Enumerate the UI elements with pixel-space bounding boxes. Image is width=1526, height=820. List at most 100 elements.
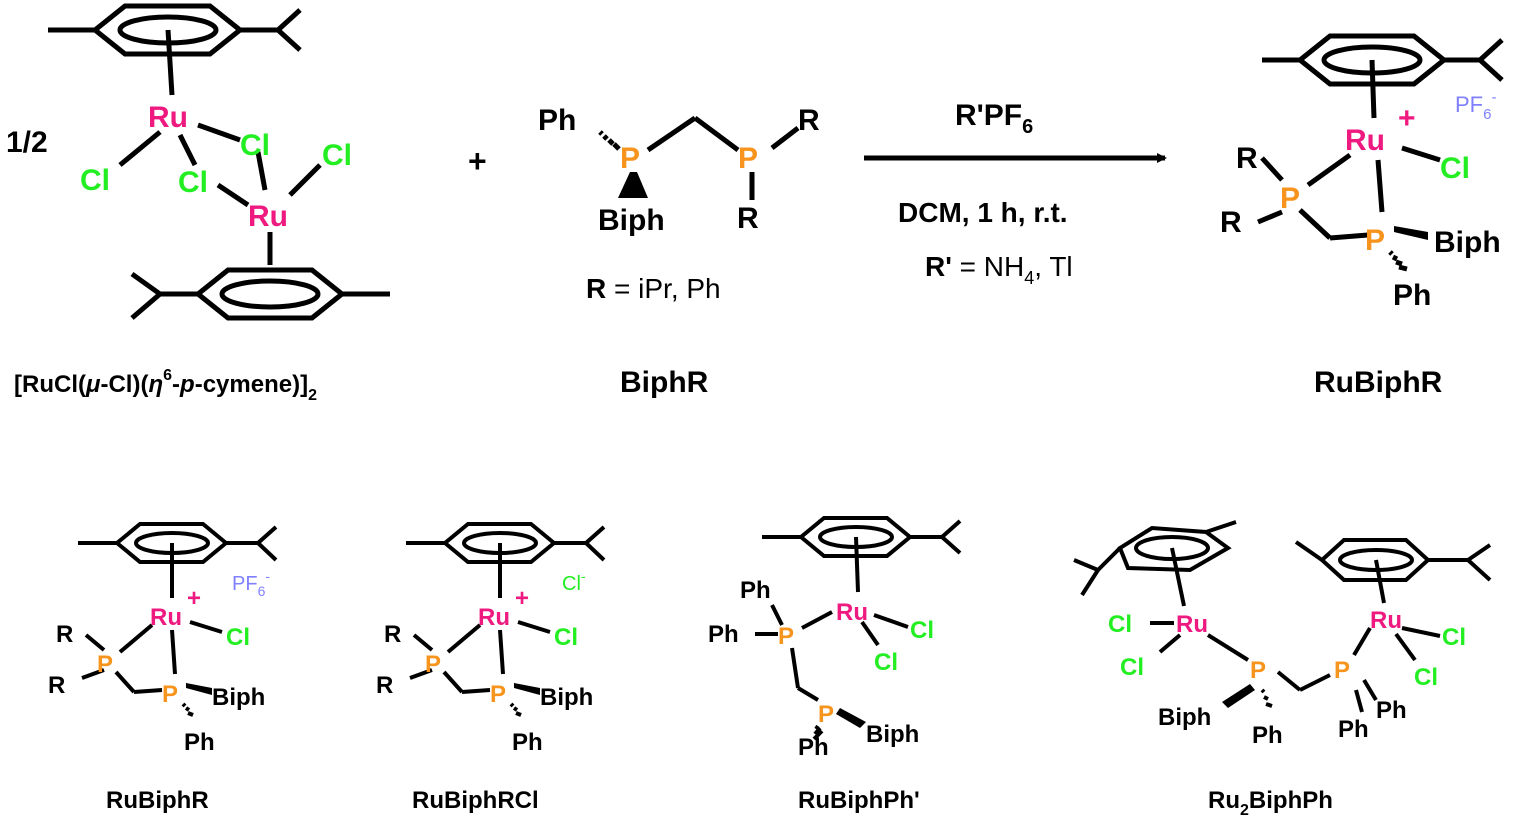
p-atom: P <box>1365 224 1385 257</box>
cl-atom: Cl <box>322 139 352 172</box>
biphenyl-group: Biph <box>540 684 593 711</box>
biphenyl-group: Biph <box>1158 704 1211 731</box>
ru-atom: Ru <box>478 604 510 631</box>
biphr-ligand-structure <box>598 115 800 200</box>
cl-atom: Cl <box>1442 624 1466 651</box>
product-label: RuBiphR <box>1314 366 1443 399</box>
phenyl-group: Ph <box>708 621 739 648</box>
r-group: R <box>798 104 820 137</box>
complex-rubiphr-atoms: Ru + Cl P P R R Biph Ph <box>48 585 265 756</box>
r-definition: R = iPr, Ph <box>586 273 721 304</box>
complex-ru2biphph-structure <box>1073 520 1492 713</box>
r-group: R <box>376 672 393 699</box>
phenyl-group: Ph <box>1376 697 1407 724</box>
cation-charge: + <box>1398 102 1416 135</box>
cl-atom: Cl <box>1120 654 1144 681</box>
conditions-label: DCM, 1 h, r.t. <box>898 197 1068 228</box>
ru-atom: Ru <box>1370 607 1402 634</box>
phenyl-group: Ph <box>184 729 215 756</box>
p-atom: P <box>620 142 640 175</box>
cl-atom: Cl <box>226 624 250 651</box>
biphenyl-group: Biph <box>598 204 665 237</box>
arene-ring-circle <box>1134 535 1210 561</box>
cl-atom: Cl <box>554 624 578 651</box>
phenyl-group: Ph <box>798 734 829 761</box>
p-atom: P <box>818 701 834 728</box>
p-atom: P <box>162 681 178 708</box>
counterion-pf6: PF6- <box>1455 89 1496 123</box>
p-atom: P <box>778 623 794 650</box>
r-group: R <box>56 621 73 648</box>
phenyl-group: Ph <box>538 104 576 137</box>
ru-atom: Ru <box>248 200 288 233</box>
cl-atom: Cl <box>240 129 270 162</box>
phenyl-group: Ph <box>1252 722 1283 749</box>
dimer-label: [RuCl(μ-Cl)(η6-p-cymene)]2 <box>14 367 317 404</box>
complex-label: RuBiphRCl <box>412 787 539 814</box>
ru-atom: Ru <box>1345 124 1385 157</box>
cl-atom: Cl <box>874 649 898 676</box>
ru-atom: Ru <box>1176 611 1208 638</box>
product-atoms: Ru + Cl P P R R Biph Ph <box>1220 102 1501 312</box>
cl-atom: Cl <box>910 617 934 644</box>
cl-atom: Cl <box>1440 152 1470 185</box>
wedge-bond <box>186 683 212 695</box>
r-group: R <box>737 202 759 235</box>
phenyl-group: Ph <box>1393 279 1431 312</box>
counterion-pf6: PF6- <box>232 568 270 599</box>
p-atom: P <box>1334 657 1350 684</box>
biphr-ligand-atoms: Ph P P R R Biph <box>538 104 820 237</box>
p-atom: P <box>1280 182 1300 215</box>
complex-label: RuBiphPh' <box>798 787 920 814</box>
phenyl-group: Ph <box>740 577 771 604</box>
complex-label: Ru2BiphPh <box>1208 787 1333 819</box>
complex-rubiphph-prime-atoms: Ru Cl Cl P P Ph Ph Biph Ph <box>708 577 934 761</box>
arene-ring-circle <box>219 278 321 310</box>
r-group: R <box>1236 142 1258 175</box>
cation-charge: + <box>515 585 529 612</box>
biphenyl-group: Biph <box>1434 226 1501 259</box>
reagent-label: R'PF6 <box>955 99 1033 138</box>
complex-rubiphr-structure <box>78 522 278 717</box>
complex-rubiphph-prime-structure <box>755 516 962 741</box>
cation-definition: R' = NH4, Tl <box>925 251 1073 288</box>
p-atom: P <box>738 142 758 175</box>
wedge-bond <box>836 708 866 728</box>
complex-rubiphrcl-structure <box>406 522 606 717</box>
wedge-bond <box>514 683 540 695</box>
ru-atom: Ru <box>836 599 868 626</box>
cl-atom: Cl <box>178 166 208 199</box>
wedge-bond <box>1394 226 1428 240</box>
wedge-bond <box>1222 684 1255 708</box>
cation-charge: + <box>187 585 201 612</box>
p-atom: P <box>425 651 441 678</box>
cl-atom: Cl <box>80 164 110 197</box>
complex-label: RuBiphR <box>106 787 209 814</box>
phenyl-group: Ph <box>512 729 543 756</box>
ligand-label: BiphR <box>620 366 709 399</box>
ru-atom: Ru <box>150 604 182 631</box>
biphenyl-group: Biph <box>212 684 265 711</box>
p-atom: P <box>97 651 113 678</box>
complex-ru2biphph-atoms: Cl Ru Cl P P Ru Cl Cl Biph Ph Ph Ph <box>1108 607 1466 749</box>
ru-dimer-structure <box>48 3 390 321</box>
stoichiometry-coefficient: 1/2 <box>6 126 48 159</box>
product-structure <box>1257 33 1504 272</box>
plus-sign: + <box>468 143 487 179</box>
cl-atom: Cl <box>1414 664 1438 691</box>
p-atom: P <box>490 681 506 708</box>
r-group: R <box>48 672 65 699</box>
p-atom: P <box>1250 657 1266 684</box>
ru-dimer-atoms: Ru Cl Cl Cl Cl Ru <box>80 101 352 233</box>
biphenyl-group: Biph <box>866 721 919 748</box>
r-group: R <box>1220 206 1242 239</box>
ru-atom: Ru <box>148 101 188 134</box>
complex-rubiphrcl-atoms: Ru + Cl P P R R Biph Ph <box>376 585 593 756</box>
r-group: R <box>384 621 401 648</box>
cl-atom: Cl <box>1108 611 1132 638</box>
wedge-bond <box>618 172 648 198</box>
counterion-chloride: Cl- <box>562 568 586 595</box>
phenyl-group: Ph <box>1338 716 1369 743</box>
